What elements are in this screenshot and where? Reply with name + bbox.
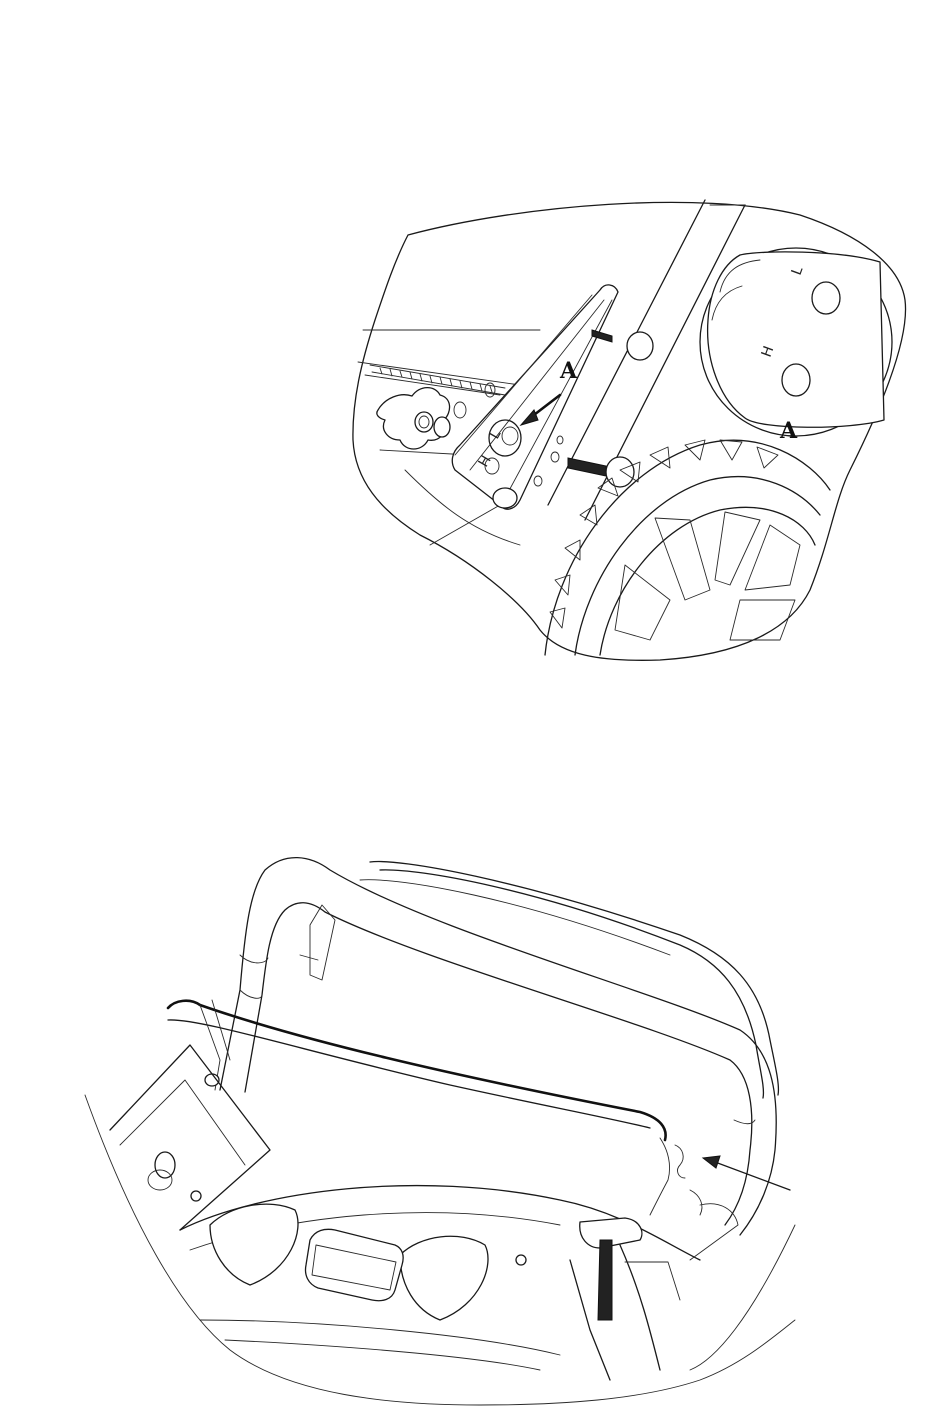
detail-hole-low bbox=[812, 282, 840, 314]
screw-head-right bbox=[516, 1255, 526, 1265]
deck-diagonal bbox=[430, 505, 500, 545]
pointer-arrow-line bbox=[715, 1162, 790, 1190]
handle-assembly-diagram bbox=[85, 858, 795, 1405]
height-bracket: L H bbox=[452, 285, 618, 509]
bottom-right-edge bbox=[690, 1225, 795, 1370]
screw-head-left bbox=[191, 1191, 201, 1201]
cable-hook bbox=[650, 1138, 702, 1215]
axle-cap bbox=[493, 488, 517, 508]
housing-cup-right bbox=[400, 1236, 488, 1320]
detail-view: L H A bbox=[700, 248, 892, 444]
lower-bar bbox=[168, 1000, 666, 1140]
main-handle bbox=[220, 858, 776, 1235]
detail-hole-high bbox=[782, 364, 810, 396]
mower-housing bbox=[110, 1045, 700, 1370]
bolt-lower bbox=[568, 457, 634, 487]
callout-label-detail: A bbox=[779, 418, 798, 444]
pointer-arrow-head bbox=[703, 1156, 720, 1168]
bolt-upper bbox=[592, 330, 653, 360]
height-adjustment-diagram: L H A bbox=[353, 200, 906, 660]
callout-label-main: A bbox=[559, 358, 578, 384]
catcher-frame bbox=[300, 862, 778, 1098]
housing-cup-left bbox=[210, 1204, 298, 1285]
right-latch bbox=[570, 1204, 738, 1380]
